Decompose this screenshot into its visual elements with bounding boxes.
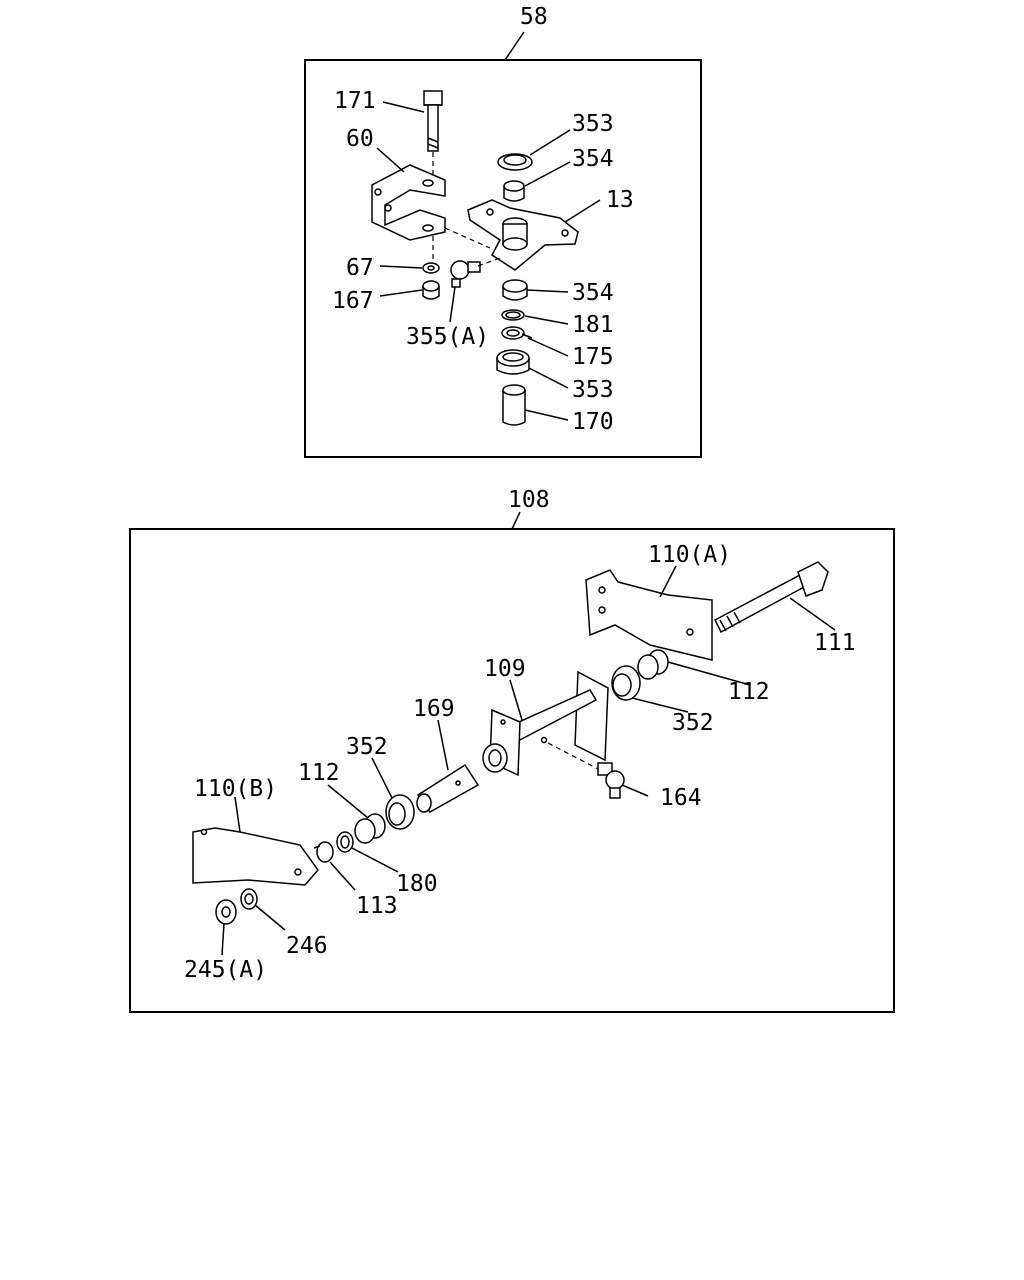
group-58-label: 58 [520, 4, 548, 30]
callout-180: 180 [396, 871, 438, 897]
part-354-bushing-top [503, 180, 525, 202]
part-167-nut [422, 280, 440, 300]
callout-245a: 245(A) [184, 957, 267, 983]
part-171-bolt [423, 90, 443, 185]
part-169-pin [416, 763, 480, 813]
callout-164: 164 [660, 785, 702, 811]
part-110b-bracket [192, 827, 319, 886]
part-180-ring [336, 831, 354, 853]
part-67-washer [422, 262, 440, 274]
assembly-group-108: 108 [129, 487, 895, 1013]
callout-352-right: 352 [672, 710, 714, 736]
callout-112-right: 112 [728, 679, 770, 705]
callout-354-lower: 354 [572, 280, 614, 306]
part-355a-grease-fitting [450, 257, 501, 288]
part-352-seal-right [611, 665, 641, 701]
callout-246: 246 [286, 933, 328, 959]
part-109-shaft [482, 670, 609, 777]
callout-169: 169 [413, 696, 455, 722]
part-112-bushing-left [354, 813, 386, 844]
assembly-group-58: 58 [304, 4, 702, 458]
callout-110a: 110(A) [648, 542, 731, 568]
group-58-frame [304, 59, 702, 458]
part-60-bracket [371, 164, 446, 262]
part-353-seal-lower [496, 349, 530, 375]
part-111-long-bolt [714, 561, 829, 634]
callout-60: 60 [346, 126, 374, 152]
part-245a-nut [215, 899, 237, 925]
group-108-label: 108 [508, 487, 550, 513]
callout-352-left: 352 [346, 734, 388, 760]
callout-181: 181 [572, 312, 614, 338]
callout-171: 171 [334, 88, 376, 114]
part-112-bushing-right [637, 649, 669, 680]
callout-167: 167 [332, 288, 374, 314]
callout-13: 13 [606, 187, 634, 213]
callout-353: 353 [572, 111, 614, 137]
part-354-bushing-lower [502, 279, 528, 301]
callout-353-lower: 353 [572, 377, 614, 403]
part-170-pin [502, 384, 526, 426]
callout-67: 67 [346, 255, 374, 281]
callout-109: 109 [484, 656, 526, 682]
callout-111: 111 [814, 630, 856, 656]
callout-112-left: 112 [298, 760, 340, 786]
callout-110b: 110(B) [194, 776, 277, 802]
part-113-tab-washer [313, 841, 334, 863]
part-353-seal-top [497, 153, 533, 171]
part-352-seal-left [385, 794, 415, 830]
group-108-frame [129, 528, 895, 1013]
part-13-lever-plate [444, 199, 579, 271]
callout-170: 170 [572, 409, 614, 435]
callout-355a: 355(A) [406, 324, 489, 350]
part-181-ring [501, 309, 525, 321]
callout-175: 175 [572, 344, 614, 370]
part-175-tab-washer [501, 326, 533, 340]
callout-113: 113 [356, 893, 398, 919]
part-246-washer [240, 888, 258, 910]
part-164-grease-fitting [597, 762, 625, 799]
part-110a-bracket [585, 569, 713, 661]
callout-354: 354 [572, 146, 614, 172]
